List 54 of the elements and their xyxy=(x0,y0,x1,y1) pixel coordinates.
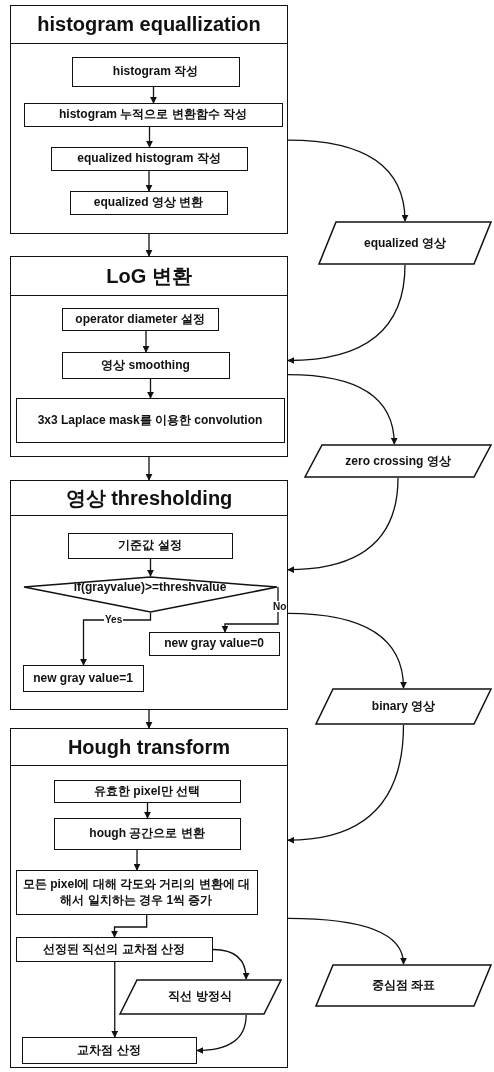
arrow xyxy=(146,126,153,148)
section-heading: Hough transform xyxy=(11,729,287,766)
process-box: 기준값 설정 xyxy=(67,532,233,559)
arrow xyxy=(147,378,154,399)
arrow xyxy=(196,1014,247,1054)
process-box: 3x3 Laplace mask를 이용한 convolution xyxy=(15,397,285,443)
arrow xyxy=(287,139,409,222)
arrow xyxy=(145,170,153,192)
arrow xyxy=(212,948,250,980)
arrow xyxy=(144,802,151,819)
arrow xyxy=(287,264,406,364)
edge-label: Yes xyxy=(104,614,124,625)
process-box: new gray value=1 xyxy=(22,664,144,692)
arrow xyxy=(287,373,398,445)
process-box: histogram 작성 xyxy=(71,56,240,87)
arrow xyxy=(111,961,119,1038)
arrow xyxy=(287,724,405,844)
process-box: hough 공간으로 변환 xyxy=(53,817,241,850)
data-parallelogram: 중심점 좌표 xyxy=(315,964,492,1007)
data-parallelogram: binary 영상 xyxy=(315,688,492,725)
process-box: 모든 pixel에 대해 각도와 거리의 변환에 대해서 일치하는 경우 1씩 증가 xyxy=(15,869,258,915)
section-panel xyxy=(10,480,288,710)
arrow xyxy=(142,330,150,353)
data-parallelogram: zero crossing 영상 xyxy=(304,444,492,478)
process-box: equalized 영상 변환 xyxy=(69,190,228,215)
arrow xyxy=(287,917,407,965)
process-box: new gray value=0 xyxy=(148,631,280,656)
section-heading: LoG 변환 xyxy=(11,257,287,296)
arrow xyxy=(287,477,399,573)
arrow xyxy=(145,709,153,729)
section-panel xyxy=(10,256,288,457)
arrow xyxy=(150,86,157,104)
data-parallelogram: 직선 방정식 xyxy=(118,978,282,1015)
arrow xyxy=(147,558,154,577)
arrow xyxy=(111,914,148,938)
arrow xyxy=(145,456,153,481)
process-box: 유효한 pixel만 선택 xyxy=(53,779,241,803)
process-box: 영상 smoothing xyxy=(61,351,230,379)
section-heading: 영상 thresholding xyxy=(11,481,287,516)
process-box: 선정된 직선의 교차점 산정 xyxy=(15,936,213,962)
edge-label: No xyxy=(272,601,288,612)
arrow xyxy=(80,612,152,666)
section-heading: histogram equallization xyxy=(11,6,287,44)
arrow xyxy=(133,849,141,871)
section-panel xyxy=(10,728,288,1068)
process-box: equalized histogram 작성 xyxy=(50,146,248,171)
process-box: histogram 누적으로 변환함수 작성 xyxy=(23,102,283,127)
arrow xyxy=(145,233,153,257)
data-parallelogram: equalized 영상 xyxy=(318,221,492,265)
process-box: operator diameter 설정 xyxy=(61,307,219,331)
arrow xyxy=(221,586,279,633)
arrow xyxy=(287,612,407,689)
section-panel xyxy=(10,5,288,234)
process-box: 교차점 산정 xyxy=(21,1036,197,1064)
